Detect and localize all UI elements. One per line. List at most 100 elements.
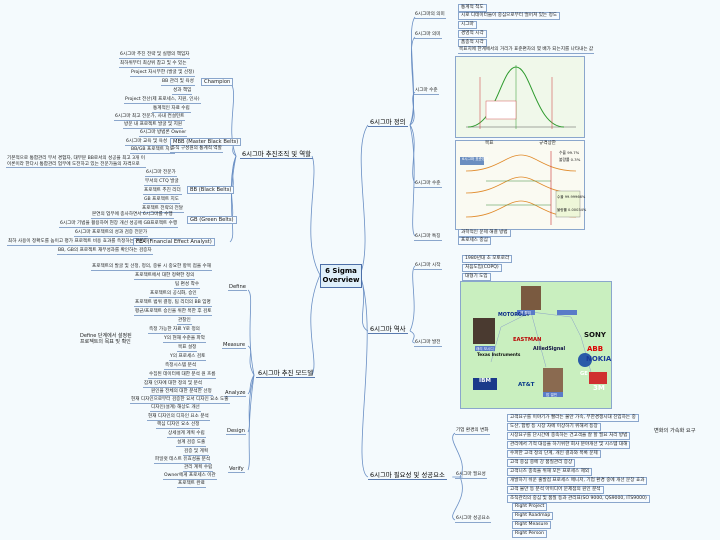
phase-design[interactable]: Design [226, 428, 246, 435]
role-mbb[interactable]: MBB (Master Black Belts) [170, 138, 242, 146]
origin-item-1[interactable]: 1980년대 초 모토로라 [462, 255, 513, 263]
mbb-item-3[interactable]: 6시그마 방법론 Owner [139, 130, 188, 137]
phase-measure[interactable]: Measure [222, 342, 247, 349]
trait-item-2[interactable]: 프로세스 중심 [458, 237, 491, 245]
analyze-item-2[interactable]: 잠재 인자에 대한 정의 및 분석 [143, 381, 204, 388]
factor-item-4[interactable]: Right Person [512, 530, 547, 538]
need-item-4[interactable]: 개발하기 쉬운 출발점 프로세스 매니저, 기업 환경 중에 개선 문장 효과 [507, 477, 648, 485]
target-item-2[interactable]: 경영적 시각 [458, 30, 487, 38]
design-item-3[interactable]: 핵심 디자인 요소 선정 [156, 422, 201, 429]
define-item-3[interactable]: 팀 편성 착수 [174, 282, 201, 289]
define-item-6[interactable]: 평균/프로젝트 승인을 위한 목한 후 검토 [134, 309, 213, 316]
trait-item-1[interactable]: 과학적인 문제 해결 방법 [458, 229, 511, 237]
branch-model[interactable]: 6시그마 추진 모드델 [256, 369, 316, 378]
champion-item-6[interactable]: Project 전산(제 프로세스, 지원, 인사) [124, 97, 201, 104]
mbb-item-4[interactable]: 6시그마 교육 및 육성 [125, 139, 169, 146]
mbb-item-2[interactable]: 방문 내 프로젝트 발굴 및 지원 [123, 122, 184, 129]
role-bb[interactable]: BB (Black Belts) [187, 186, 235, 194]
bb-item-3[interactable]: 프로젝트 추진 리더 [143, 188, 182, 195]
bb-item-5[interactable]: 프로젝트 전략의 전달 [141, 206, 184, 213]
measure-item-3[interactable]: Y의 현재 수준을 파악 [163, 336, 206, 343]
shift-note-1: 수율 99.7% [559, 150, 580, 155]
central-topic[interactable]: 6 Sigma Overview [320, 264, 362, 288]
fea-item-1[interactable]: 최하 사용이 정확도를 높이고 평가 프로젝트 비용 효과를 측정하는 전문가 [7, 239, 149, 246]
measure-item-4[interactable]: 목표 설정 [177, 345, 198, 352]
gb-item-3[interactable]: 6시그마 프로젝트의 성과 검증 전문가 [74, 230, 149, 237]
champion-item-2[interactable]: 최하위부터 최상위 참고 및 수 있는 [119, 61, 188, 68]
meaning-item-1[interactable]: 통계적 척도 [458, 4, 487, 12]
branch-history[interactable]: 6시그마 역사 [368, 325, 408, 334]
verify-item-1[interactable]: 파일럿 테스트 유효성을 분석 [154, 457, 212, 464]
measure-item-1[interactable]: 관찰인 [177, 318, 192, 325]
need-item-2[interactable]: 고객 중심 중에 강 품질관리 증상 [507, 459, 576, 467]
champion-item-7[interactable]: 통계적인 자료 수립 [152, 106, 191, 113]
design-item-1[interactable]: 디자인(설계) 해상도 개선 [150, 405, 201, 412]
champion-item-3[interactable]: Project 자시부한 (발굴 및 선정) [130, 70, 196, 77]
topic-factors[interactable]: 6시그마 성공요소 [455, 516, 491, 523]
fea-item-2[interactable]: BB, GB의 프로젝트 재무성과를 확인하는 검증자 [57, 248, 153, 255]
meaning-item-2[interactable]: 시로 디테이터들이 중심으로부터 떨어져 있는 정도 [458, 12, 561, 20]
need-item-1[interactable]: 수파한 고객 정의 단계, 개인 결과와 목록 문제 [507, 450, 601, 458]
topic-traits[interactable]: 6시그마 특징 [414, 234, 442, 241]
topic-meaning[interactable]: 6시그마의 의미 [414, 12, 446, 19]
target-item-1[interactable]: 시그마 [458, 21, 477, 29]
role-gb[interactable]: GB (Green Belts) [187, 216, 237, 224]
bb-item-1[interactable]: 6시그마 전문가 [145, 170, 177, 177]
bb-item-4[interactable]: GB 프로젝트 지도 [143, 197, 180, 204]
need-item-6[interactable]: 조직관리의 중심 및 품질 등과 관리표(SO 9000, QS9000, IT… [507, 495, 650, 503]
origin-item-3[interactable]: 대형기 도입 [462, 273, 491, 281]
phase-define[interactable]: Define [228, 284, 247, 291]
champion-item-4[interactable]: BB 관리 및 육성 [161, 79, 195, 86]
need-item-5[interactable]: 고객 불만 등 분석 아이디어 문제점의 원인 분석 [507, 486, 604, 494]
define-item-4[interactable]: 프로젝트의 공식화, 승인 [149, 291, 198, 298]
design-item-5[interactable]: 설계 검증 도출 [176, 440, 207, 447]
design-item-4[interactable]: 상세설계 계획 수립 [167, 431, 206, 438]
mbb-item-6[interactable]: 조직 구성원의 통계적 역할 [170, 146, 223, 153]
env-item-1[interactable]: 고객요구를 이야기가 빨라는 불안 가속, 무한경쟁시대 진입하는 중 [507, 414, 639, 422]
topic-growth[interactable]: 6시그마 발전 [414, 340, 442, 347]
topic-origin[interactable]: 6시그마 시작 [414, 263, 442, 270]
branch-definition[interactable]: 6시그마 정의 [368, 118, 408, 127]
analyze-item-1[interactable]: 수집된 데이터에 대한 분석 원 흐름 [148, 372, 217, 379]
verify-item-4[interactable]: 프로젝트 완료 [177, 481, 206, 488]
env-item-2[interactable]: 도산, 합병 등 시장 자에 이상하기 위해서 등장 [507, 423, 601, 431]
factor-item-2[interactable]: Right Roadmap [512, 512, 554, 520]
define-item-1[interactable]: 프로젝트의 발굴 및 선정, 정의, 중류 시 중요한 항목 점을 수해 [91, 264, 212, 271]
champion-item-1[interactable]: 6시그마 추진 전략 및 실행의 책임자 [119, 52, 191, 59]
env-item-3[interactable]: 시장요구를 단시간에 충족하는 건고객을 잘 할 필요 처리 방법 [507, 432, 631, 440]
define-item-5[interactable]: 프로젝트 범위 결정, 팀 리더의 BB 임명 [134, 300, 212, 307]
mbb-item-1[interactable]: 6시그마 최고 전문가, 사내 컨설턴트 [114, 114, 186, 121]
mbb-item-5[interactable]: BB/GB 프로젝트 지도 [130, 147, 175, 154]
role-fea[interactable]: FEA (Financial Effect Analyst) [133, 238, 215, 246]
factor-item-3[interactable]: Right Measure [512, 521, 552, 529]
design-item-6[interactable]: 검증 및 계획 [183, 449, 210, 456]
analyze-item-3[interactable]: 원인을 전체의 대한 분석한 선정 [150, 389, 213, 396]
champion-item-5[interactable]: 성과 책임 [172, 88, 193, 95]
verify-item-2[interactable]: 관리 계획 수립 [183, 465, 214, 472]
phase-analyze[interactable]: Analyze [224, 390, 247, 397]
gb-item-1[interactable]: 본연의 업무에 종사하면서 6시그마를 수행 [91, 212, 174, 219]
role-champion[interactable]: Champion [201, 78, 234, 86]
topic-need[interactable]: 6시그마 필요성 [455, 472, 487, 479]
phase-verify[interactable]: Verify [228, 466, 245, 473]
origin-item-2[interactable]: 처음도입(COPQ) [462, 264, 502, 272]
topic-level[interactable]: 시그마 수준 [414, 88, 439, 95]
topic-level2[interactable]: 6시그마 수준 [414, 181, 442, 188]
topic-env[interactable]: 기업 환경의 변화 [455, 428, 490, 435]
env-item-4[interactable]: 관리에서 기적 대응을 하기위한 회사 분야개선 및 시스템 대해 [507, 441, 631, 449]
define-item-2[interactable]: 프로젝트에서 대한 정확한 정의 [134, 273, 196, 280]
measure-item-5[interactable]: Y의 프로세스 검토 [169, 354, 207, 361]
topic-targets[interactable]: 6시그마 의미 [414, 32, 442, 39]
bb-item-2[interactable]: 부서의 CTQ 발굴 [144, 179, 180, 186]
measure-item-2[interactable]: 측정 가능한 자료 Y로 정의 [148, 327, 201, 334]
target-item-3[interactable]: 품종적 시각 [458, 39, 487, 47]
branch-org[interactable]: 6시그마 추진조직 및 역할 [240, 150, 313, 159]
need-item-3[interactable]: 고객니즈 충족을 위해 모든 프로세스 제외 [507, 468, 593, 476]
analyze-item-4[interactable]: 현재 디자인으로부터 검증한 요서 디자인 요소 도출 [130, 397, 230, 404]
design-item-2[interactable]: 현재 디자인의 디자인 요소 분석 [147, 414, 210, 421]
factor-item-1[interactable]: Right Project [512, 503, 548, 511]
measure-item-6[interactable]: 측정시스템 분석 [164, 363, 198, 370]
gb-item-2[interactable]: 6시그마 기법을 활용하여 현장 개선 성공에 GB프로젝트 수행 [59, 221, 179, 228]
verify-item-3[interactable]: Owner에게 프로세스 이관 [163, 473, 217, 480]
branch-success[interactable]: 6시그마 필요성 및 성공요소 [368, 471, 447, 480]
